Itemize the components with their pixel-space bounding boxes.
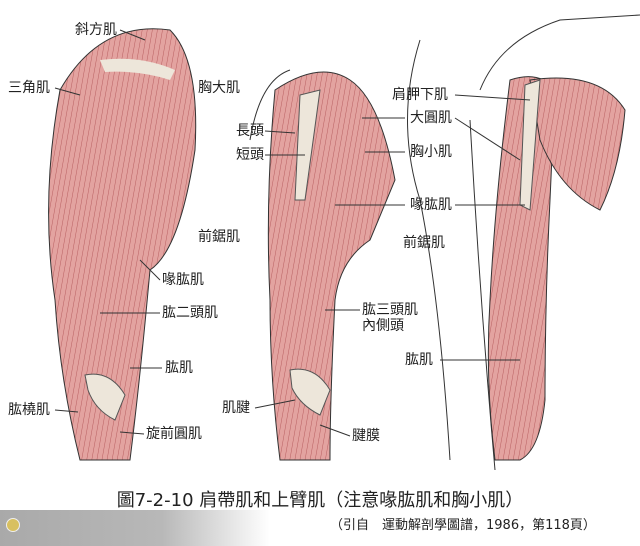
right-scapula-muscles — [529, 77, 626, 211]
label-teres-major: 大圓肌 — [410, 110, 452, 126]
label-coracobrachialis-left: 喙肱肌 — [162, 272, 204, 288]
middle-body-outline — [249, 39, 451, 461]
leader-lines — [54, 29, 531, 437]
label-biceps: 肱二頭肌 — [162, 305, 218, 321]
watermark — [0, 510, 270, 546]
label-trapezius: 斜方肌 — [75, 22, 117, 38]
label-serratus-mid: 前鋸肌 — [403, 235, 445, 251]
left-shoulder-tendon — [100, 58, 175, 80]
label-brachialis-left: 肱肌 — [165, 360, 193, 376]
label-medial-head: 內側頭 — [362, 318, 404, 334]
right-body-outline — [469, 14, 640, 471]
label-pectoralis-minor: 胸小肌 — [410, 144, 452, 160]
label-pectoralis-major: 胸大肌 — [198, 80, 240, 96]
label-tendon: 肌腱 — [222, 400, 250, 416]
label-triceps: 肱三頭肌 — [362, 302, 418, 318]
figure-caption: 圖7-2-10 肩帶肌和上臂肌（注意喙肱肌和胸小肌） — [116, 490, 524, 511]
label-brachioradialis: 肱橈肌 — [8, 402, 50, 418]
label-subscapularis: 肩胛下肌 — [392, 87, 448, 103]
right-tendon — [519, 79, 541, 211]
watermark-logo-icon — [6, 518, 20, 532]
label-short-head: 短頭 — [236, 147, 264, 163]
middle-tendon — [294, 89, 321, 201]
middle-elbow-tendon — [289, 368, 331, 416]
label-pronator-teres: 旋前圓肌 — [146, 426, 202, 442]
label-brachialis-mid: 肱肌 — [405, 352, 433, 368]
label-coracobrachialis-mid: 喙肱肌 — [410, 197, 452, 213]
label-serratus-left: 前鋸肌 — [198, 229, 240, 245]
label-aponeurosis: 腱膜 — [352, 428, 380, 444]
figure-source: （引自 運動解剖學圖譜，1986，第118頁） — [330, 518, 596, 533]
label-deltoid: 三角肌 — [8, 80, 50, 96]
label-long-head: 長頭 — [236, 123, 264, 139]
left-arm — [48, 28, 197, 461]
left-elbow-tendon — [84, 373, 126, 421]
right-arm — [487, 76, 556, 461]
